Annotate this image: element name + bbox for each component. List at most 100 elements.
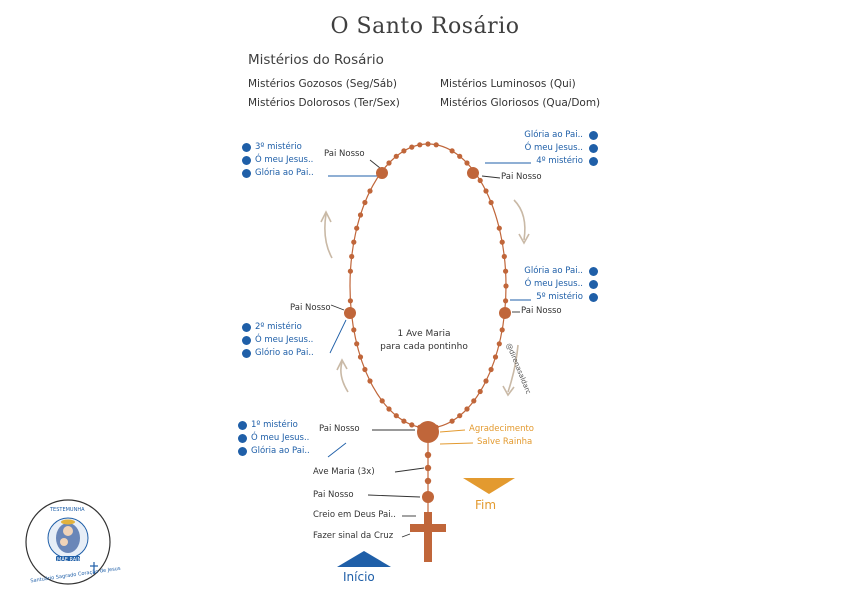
pai-nosso-bead — [422, 491, 434, 503]
ave-maria-bead — [351, 239, 357, 245]
ave-maria-bead — [347, 268, 353, 274]
start-end-markers — [337, 478, 515, 567]
label-fim: Fim — [475, 498, 497, 512]
ave-maria-bead — [367, 188, 373, 194]
ave-maria-bead — [393, 153, 399, 159]
ave-maria-bead — [386, 406, 392, 412]
blue-bullet — [242, 156, 251, 165]
blue-bullet — [589, 144, 598, 153]
label-ave-maria-3x: Ave Maria (3x) — [313, 467, 375, 477]
ave-maria-bead — [483, 378, 489, 384]
ave-maria-bead — [477, 177, 483, 184]
ave-maria-bead — [488, 199, 494, 206]
ave-maria-bead — [349, 253, 355, 260]
blue-bullet — [242, 169, 251, 178]
ave-maria-bead — [503, 283, 509, 289]
ave-maria-bead — [433, 142, 439, 148]
flow-arrow — [513, 199, 526, 241]
chain-loop — [349, 143, 507, 429]
ave-maria-bead — [379, 398, 385, 404]
leader-line — [481, 175, 501, 179]
blue-bullet — [589, 293, 598, 302]
mysteries-luminosos: Mistérios Luminosos (Qui) — [440, 78, 576, 90]
leader-line — [367, 494, 421, 498]
ave-maria-bead — [499, 327, 505, 333]
blue-bullet — [242, 349, 251, 358]
blue-bullet — [589, 157, 598, 166]
label-5-misterio: 5º mistério — [536, 292, 583, 302]
ave-maria-bead — [417, 142, 423, 148]
label-o-meu-jesus: Ó meu Jesus.. — [255, 155, 314, 165]
pai-nosso-bead — [344, 307, 356, 319]
leader-line — [330, 304, 345, 311]
cross-horizontal — [410, 524, 446, 532]
ave-maria-bead — [492, 354, 499, 360]
center-medal — [417, 421, 439, 443]
ave-maria-bead — [499, 239, 505, 245]
ave-maria-bead — [464, 160, 470, 166]
flow-arrow — [324, 213, 333, 259]
ave-maria-bead — [457, 153, 463, 159]
label-2-misterio: 2º mistério — [255, 322, 302, 332]
label-4-misterio: 4º mistério — [536, 156, 583, 166]
ave-maria-bead — [401, 148, 407, 154]
ave-maria-bead — [488, 366, 494, 373]
blue-bullet — [589, 131, 598, 140]
label-3-misterio: 3º mistério — [255, 142, 302, 152]
ave-maria-bead — [496, 225, 502, 231]
label-o-meu-jesus: Ó meu Jesus.. — [255, 335, 314, 345]
leader-line — [394, 467, 425, 473]
leader-line — [439, 442, 474, 445]
blue-bullet — [238, 434, 247, 443]
pai-nosso-bead — [376, 167, 388, 179]
ave-maria-bead — [425, 141, 431, 147]
ave-maria-bead — [401, 418, 407, 424]
ave-maria-bead — [357, 212, 364, 218]
label-salve-rainha: Salve Rainha — [477, 437, 533, 447]
blue-bullet — [238, 447, 247, 456]
center-line-1: 1 Ave Maria — [397, 329, 451, 339]
flow-arrow — [340, 361, 349, 393]
ave-maria-bead — [457, 413, 463, 419]
label-o-meu-jesus: Ó meu Jesus.. — [524, 279, 583, 289]
cross-vertical — [424, 512, 432, 562]
arrow-head — [518, 233, 530, 245]
ave-maria-bead — [477, 388, 483, 395]
ave-maria-bead — [347, 298, 353, 304]
leader-line — [369, 159, 381, 169]
arrow-head — [502, 385, 515, 397]
pai-nosso-bead — [499, 307, 511, 319]
sanctuary-logo: TESTEMUNHA MÃE RAINHA Santuário Sagrado … — [24, 498, 121, 586]
ave-maria-bead — [354, 341, 360, 347]
rosary-chain — [349, 143, 507, 429]
label-pai-nosso: Pai Nosso — [319, 424, 360, 434]
center-line-2: para cada pontinho — [380, 342, 468, 352]
ave-maria-bead — [471, 398, 477, 404]
mysteries-gloriosos: Mistérios Gloriosos (Qua/Dom) — [440, 97, 601, 109]
label-pai-nosso: Pai Nosso — [324, 149, 365, 159]
label-pai-nosso: Pai Nosso — [290, 303, 331, 313]
label-o-meu-jesus: Ó meu Jesus.. — [524, 143, 583, 153]
label-o-meu-jesus: Ó meu Jesus.. — [251, 433, 310, 443]
ave-maria-bead — [362, 199, 368, 206]
blue-bullet — [242, 336, 251, 345]
label-creio: Creio em Deus Pai.. — [313, 510, 396, 520]
arrow-head — [336, 358, 348, 371]
logo-top-text: TESTEMUNHA — [50, 507, 85, 513]
logo-emblem — [25, 499, 111, 585]
label-pai-nosso: Pai Nosso — [313, 490, 354, 500]
cycle-arrows — [320, 199, 530, 397]
ave-maria-bead — [409, 144, 415, 150]
leader-lines — [327, 159, 531, 538]
label-1-misterio: 1º mistério — [251, 420, 298, 430]
blue-bullet — [242, 323, 251, 332]
ave-maria-bead — [409, 422, 415, 428]
ave-maria-bead — [449, 148, 455, 154]
center-instruction: 1 Ave Maria para cada pontinho — [366, 328, 482, 354]
leader-line — [401, 533, 411, 538]
mysteries-heading: Mistérios do Rosário — [248, 52, 384, 68]
blue-bullet — [242, 143, 251, 152]
leader-line — [439, 429, 466, 433]
label-gloria-ao-pai: Glória ao Pai.. — [251, 446, 310, 456]
